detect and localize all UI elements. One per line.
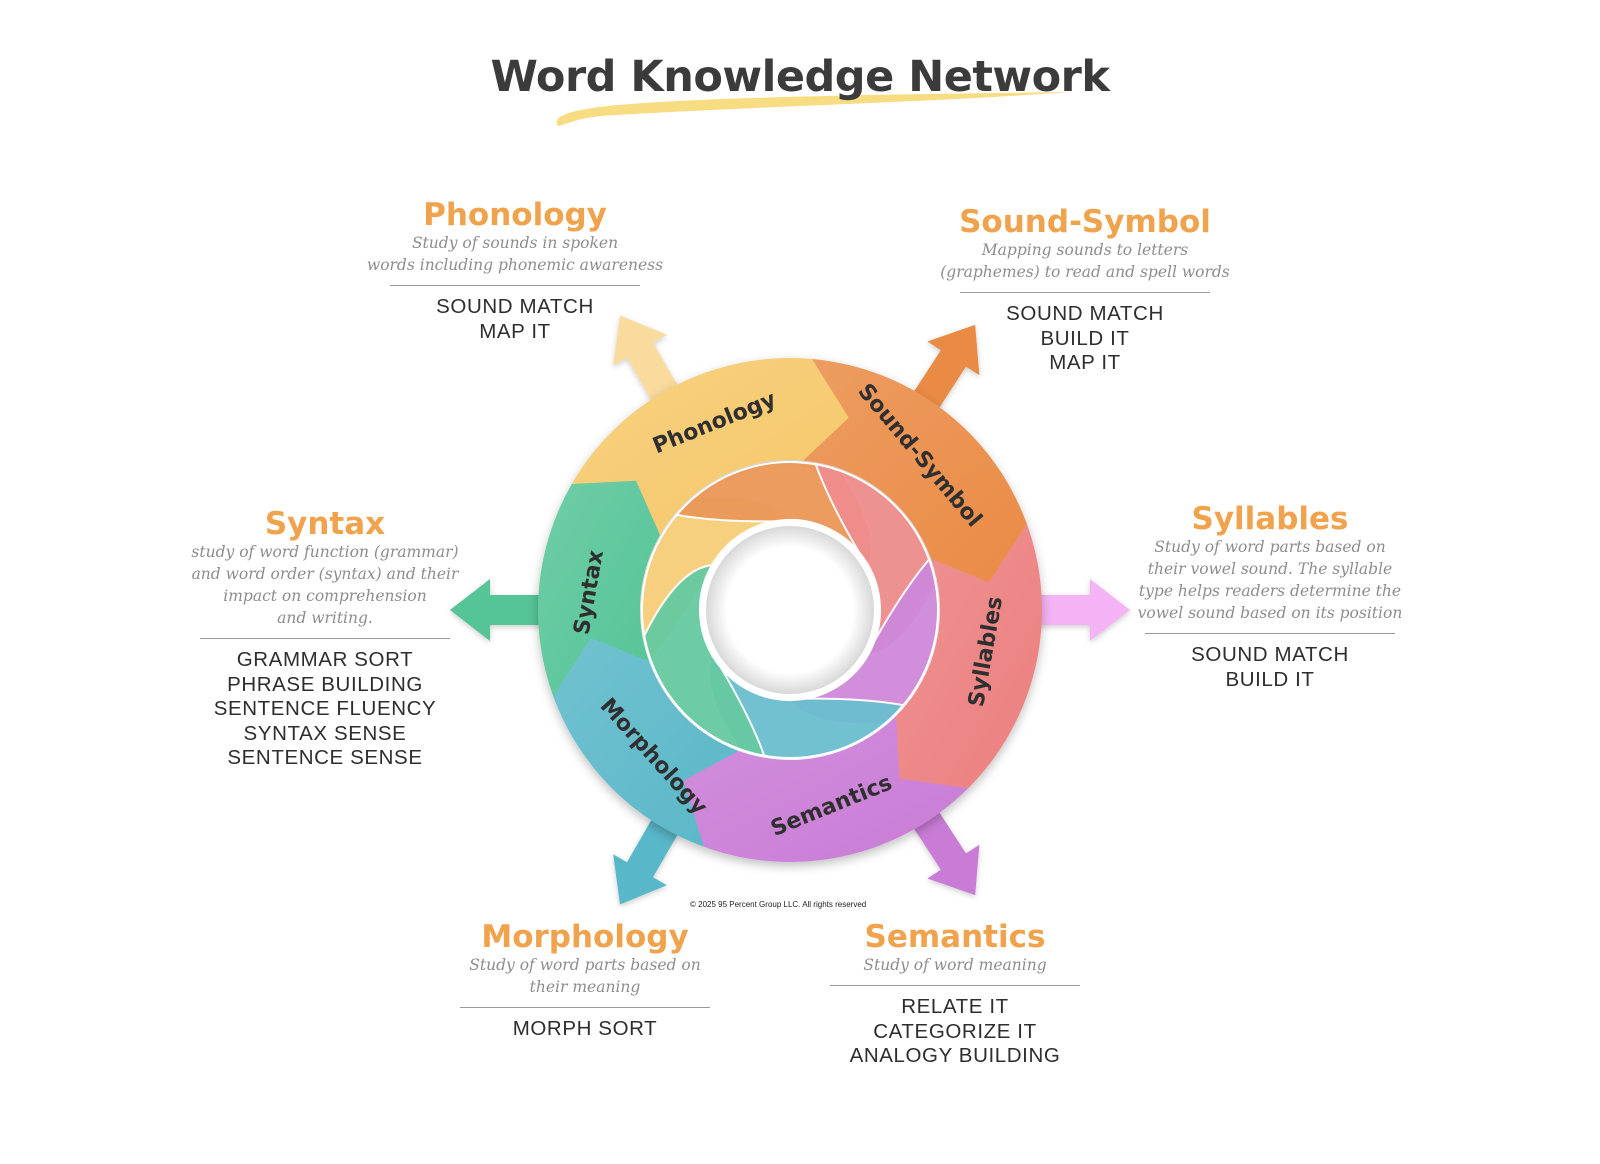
activity-list: RELATE IT CATEGORIZE IT ANALOGY BUILDING	[810, 995, 1100, 1069]
panel-description: Study of word meaning	[863, 956, 1047, 975]
divider	[960, 292, 1210, 294]
panel-description: Study of sounds in spoken words includin…	[366, 234, 664, 275]
ring-segment-semantics	[683, 716, 969, 862]
panel-title: Phonology	[423, 197, 607, 233]
activity-item: PHRASE BUILDING	[227, 672, 423, 696]
panel-description: study of word function (grammar) and wor…	[191, 543, 459, 628]
panel-morphology: Morphology Study of word parts based on …	[440, 920, 730, 1042]
activity-item: ANALOGY BUILDING	[849, 1044, 1061, 1068]
activity-item: BUILD IT	[1040, 326, 1130, 350]
panel-sound-symbol: Sound-Symbol Mapping sounds to letters (…	[935, 205, 1235, 376]
panel-phonology: Phonology Study of sounds in spoken word…	[365, 198, 665, 344]
activity-item: SOUND MATCH	[1191, 643, 1349, 667]
inner-swirl	[641, 461, 939, 759]
activity-item: SENTENCE SENSE	[227, 746, 423, 770]
activity-item: SYNTAX SENSE	[243, 721, 407, 745]
ring-segment-syllables	[896, 523, 1042, 789]
activity-item: SOUND MATCH	[1006, 302, 1164, 326]
activity-list: MORPH SORT	[440, 1017, 730, 1042]
outer-ring	[538, 358, 1042, 862]
panel-description: Study of word parts based on their meani…	[469, 956, 701, 997]
divider	[390, 285, 640, 287]
divider	[460, 1007, 710, 1009]
activity-item: RELATE IT	[901, 995, 1009, 1019]
activity-item: MAP IT	[479, 319, 551, 343]
panel-title: Morphology	[481, 919, 689, 955]
center-hole	[706, 526, 874, 694]
panel-description: Mapping sounds to letters (graphemes) to…	[940, 241, 1230, 282]
ring-segment-phonology	[571, 358, 849, 535]
activity-item: BUILD IT	[1225, 667, 1315, 691]
page-title: Word Knowledge Network	[490, 52, 1110, 102]
panel-title: Syntax	[264, 506, 386, 542]
divider	[200, 638, 450, 640]
activity-list: SOUND MATCH BUILD IT	[1125, 643, 1415, 692]
activity-list: GRAMMAR SORT PHRASE BUILDING SENTENCE FL…	[180, 648, 470, 771]
activity-item: MAP IT	[1049, 351, 1121, 375]
activity-item: SENTENCE FLUENCY	[213, 697, 437, 721]
panel-title: Syllables	[1191, 501, 1349, 537]
panel-title: Sound-Symbol	[959, 204, 1211, 240]
arrow-right-icon	[1020, 579, 1130, 641]
activity-item: CATEGORIZE IT	[873, 1019, 1037, 1043]
ring-segment-syntax	[538, 475, 661, 697]
ring-segment-morphology	[553, 637, 739, 847]
swirl-band-syntax	[643, 563, 766, 758]
activity-item: MORPH SORT	[512, 1017, 658, 1041]
panel-syllables: Syllables Study of word parts based on t…	[1125, 502, 1415, 692]
copyright-notice: © 2025 95 Percent Group LLC. All rights …	[690, 900, 867, 909]
activity-item: SOUND MATCH	[436, 295, 594, 319]
panel-description: Study of word parts based on their vowel…	[1137, 538, 1403, 623]
activity-list: SOUND MATCH MAP IT	[365, 295, 665, 344]
panel-title: Semantics	[864, 919, 1046, 955]
ring-segment-sound-symbol	[803, 358, 1027, 583]
divider	[830, 985, 1080, 987]
arrow-left-icon	[450, 579, 560, 641]
panel-semantics: Semantics Study of word meaning RELATE I…	[810, 920, 1100, 1069]
panel-syntax: Syntax study of word function (grammar) …	[180, 507, 470, 771]
divider	[1145, 633, 1395, 635]
activity-item: GRAMMAR SORT	[236, 648, 414, 672]
activity-list: SOUND MATCH BUILD IT MAP IT	[935, 302, 1235, 376]
title-underline-swoosh	[556, 92, 1070, 126]
